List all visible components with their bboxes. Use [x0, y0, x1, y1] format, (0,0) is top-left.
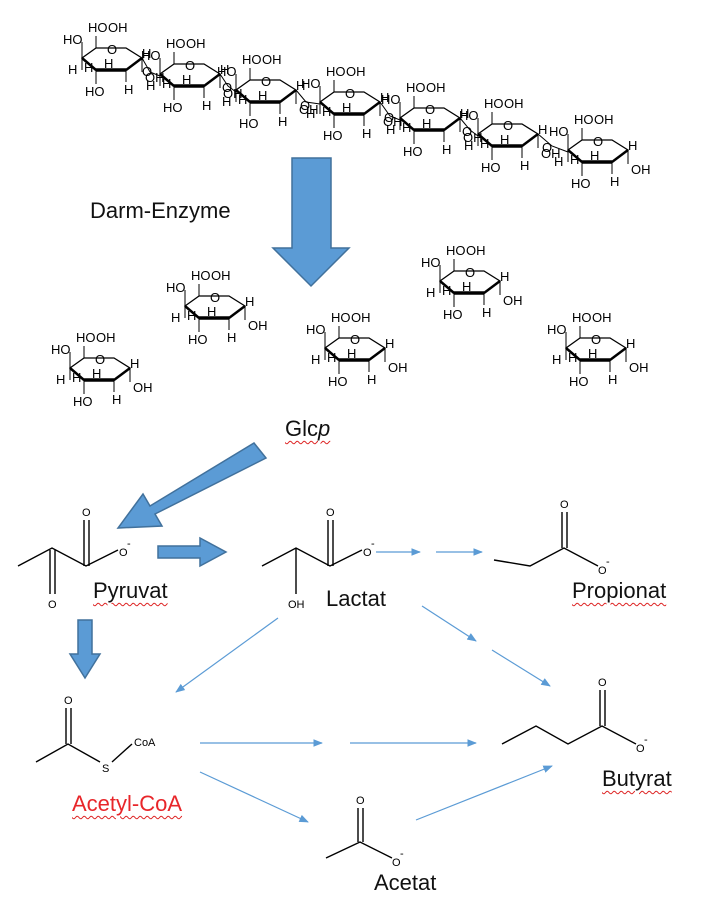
glcp-to-pyruvat-arrow	[116, 442, 268, 529]
svg-text:O: O	[300, 98, 310, 113]
svg-text:O: O	[636, 743, 645, 755]
acetyl-coa-label: Acetyl-CoA	[72, 791, 183, 816]
svg-text:O: O	[363, 547, 372, 559]
svg-text:-: -	[644, 734, 648, 746]
svg-text:O: O	[119, 547, 128, 559]
butyrat-label: Butyrat	[602, 766, 672, 791]
enzyme-label: Darm-Enzyme	[90, 198, 231, 223]
svg-text:O: O	[598, 565, 607, 577]
svg-text:-: -	[400, 848, 404, 860]
svg-text:O: O	[542, 140, 552, 155]
svg-text:O: O	[222, 80, 232, 95]
svg-text:O: O	[356, 795, 365, 807]
svg-text:O: O	[598, 677, 607, 689]
svg-text:CoA: CoA	[134, 737, 156, 749]
butyrat-structure	[501, 690, 637, 745]
svg-text:O: O	[384, 110, 394, 125]
lactat-label: Lactat	[326, 586, 386, 611]
svg-text:-: -	[127, 538, 131, 550]
svg-text:O: O	[560, 499, 569, 511]
svg-text:O: O	[48, 599, 57, 611]
oligosaccharide-chain: O O O O O O	[61, 18, 653, 193]
thin-arrows	[175, 548, 553, 823]
propionat-structure	[493, 512, 599, 567]
svg-text:O: O	[326, 507, 335, 519]
lactat-structure	[261, 520, 363, 594]
pyruvat-to-acetylcoa-arrow	[68, 619, 102, 680]
svg-text:O: O	[462, 124, 472, 139]
svg-text:O: O	[392, 857, 401, 869]
glcp-label-main: Glc	[285, 416, 318, 441]
acetylcoa-structure	[35, 708, 133, 763]
svg-text:-: -	[371, 538, 375, 550]
propionat-label: Propionat	[572, 578, 667, 603]
acetat-structure	[325, 808, 393, 859]
enzyme-arrow	[271, 157, 351, 288]
svg-text:O: O	[64, 695, 73, 707]
svg-text:S: S	[102, 763, 109, 775]
pyruvat-to-lactat-arrow	[157, 536, 228, 568]
pyruvat-label: Pyruvat	[93, 578, 168, 603]
glcp-label: Glcp	[285, 418, 330, 440]
glcp-label-italic: p	[318, 416, 331, 441]
glucose-molecules	[49, 241, 651, 411]
svg-text:-: -	[606, 556, 610, 568]
svg-text:O: O	[142, 64, 152, 79]
svg-text:O: O	[82, 507, 91, 519]
pyruvat-structure	[17, 520, 119, 594]
svg-text:OH: OH	[288, 599, 305, 611]
acetat-label: Acetat	[374, 870, 437, 895]
